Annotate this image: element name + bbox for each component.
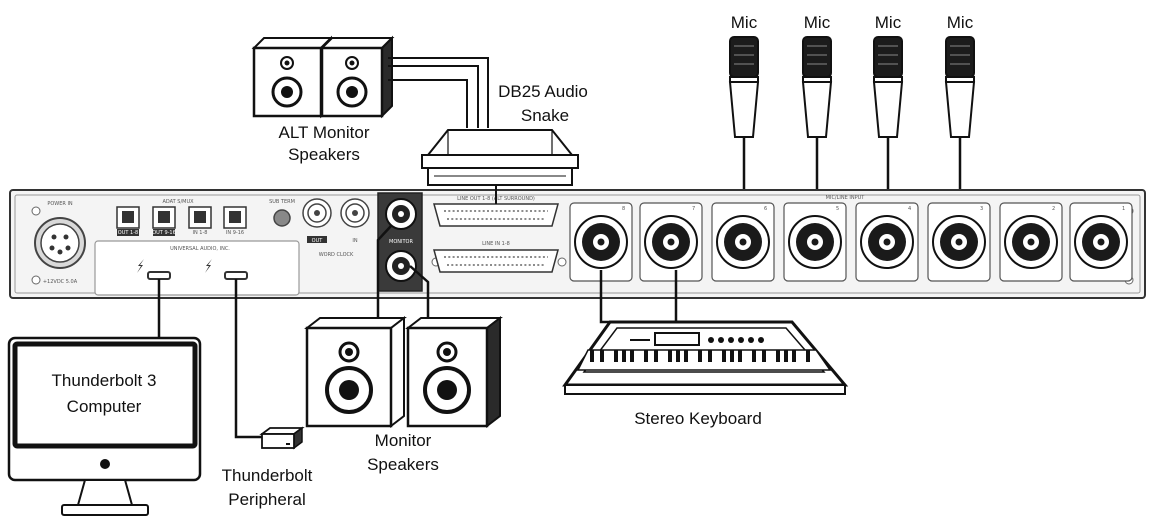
svg-text:IN 9-16: IN 9-16 [226, 230, 244, 236]
svg-text:1: 1 [1122, 206, 1125, 212]
monitor-speaker-right [405, 315, 503, 429]
db25-label-line2: Snake [521, 106, 569, 125]
line-in-db25: LINE IN 1-8 [433, 241, 559, 273]
svg-text:8: 8 [622, 206, 625, 212]
thunderbolt-computer [7, 336, 202, 516]
peripheral-label-line1: Thunderbolt [222, 466, 313, 485]
monitor-label-line2: Speakers [367, 455, 439, 474]
svg-text:2: 2 [1052, 206, 1055, 212]
alt-speaker-cables [388, 57, 489, 128]
alt-speaker-left [251, 35, 334, 119]
thunderbolt-icon [205, 259, 212, 273]
svg-text:ADAT S/MUX: ADAT S/MUX [162, 199, 194, 205]
combo-input-2: 2 [999, 202, 1063, 282]
mic-1: Mic [728, 13, 760, 215]
thunderbolt-port-2 [224, 271, 248, 280]
svg-text:IN: IN [352, 238, 357, 244]
thunderbolt-peripheral-drive [259, 426, 305, 450]
svg-text:WORD CLOCK: WORD CLOCK [319, 252, 354, 258]
svg-text:4: 4 [908, 206, 911, 212]
svg-text:OUT: OUT [312, 238, 324, 244]
svg-text:LINE IN 1-8: LINE IN 1-8 [482, 241, 510, 247]
computer-label-line1: Thunderbolt 3 [52, 371, 157, 390]
microphones: Mic Mic Mic [728, 13, 976, 215]
combo-input-1: 1 [1069, 202, 1133, 282]
thunderbolt-port-1 [147, 271, 171, 280]
alt-monitor-label-line1: ALT Monitor [278, 123, 369, 142]
svg-text:MIC/LINE INPUT: MIC/LINE INPUT [826, 195, 866, 201]
svg-text:+12VDC 5.0A: +12VDC 5.0A [43, 279, 78, 285]
svg-text:UNIVERSAL AUDIO, INC.: UNIVERSAL AUDIO, INC. [170, 246, 230, 252]
db25-snake-connector [421, 129, 579, 186]
monitor-label-line1: Monitor [375, 431, 432, 450]
mic-4-label: Mic [947, 13, 974, 32]
computer-label-line2: Computer [67, 397, 142, 416]
thunderbolt-icon [137, 259, 144, 273]
svg-text:5: 5 [836, 206, 839, 212]
mic-2-label: Mic [804, 13, 831, 32]
cables [157, 225, 678, 439]
svg-text:SUB TERM: SUB TERM [269, 199, 295, 205]
combo-input-7: 7 [639, 202, 703, 282]
adat-ports: ADAT S/MUX OUT 1-8 OUT 9-16 IN 1-8 IN 9-… [116, 199, 247, 236]
keyboard-left-cable [599, 270, 610, 324]
svg-text:3: 3 [980, 206, 983, 212]
peripheral-label-line2: Peripheral [228, 490, 306, 509]
svg-text:OUT 1-8: OUT 1-8 [118, 230, 138, 236]
stereo-keyboard [562, 320, 849, 395]
combo-input-6: 6 [711, 202, 775, 282]
keyboard-label: Stereo Keyboard [634, 409, 762, 428]
mic-3-label: Mic [875, 13, 902, 32]
svg-text:POWER IN: POWER IN [47, 201, 73, 207]
monitor-right-cable [409, 265, 430, 318]
db25-label-line1: DB25 Audio [498, 82, 588, 101]
audio-interface-rear-panel: POWER IN +12VDC 5.0A ADAT S/MUX [9, 185, 1146, 299]
mic-line-inputs: 8 7 6 [569, 202, 1133, 282]
alt-monitor-speakers [251, 35, 395, 119]
monitor-speakers [304, 315, 503, 429]
mic-1-label: Mic [731, 13, 758, 32]
peripheral-thunderbolt-cable [234, 279, 262, 439]
word-clock-ports: OUT IN WORD CLOCK [302, 198, 370, 258]
mic-3: Mic [872, 13, 904, 215]
combo-input-3: 3 [927, 202, 991, 282]
monitor-speaker-left [304, 315, 407, 429]
thunderbolt-port-area: UNIVERSAL AUDIO, INC. [94, 240, 300, 296]
svg-text:6: 6 [764, 206, 767, 212]
svg-text:IN 1-8: IN 1-8 [193, 230, 208, 236]
combo-input-8: 8 [569, 202, 633, 282]
svg-text:MONITOR: MONITOR [389, 239, 413, 245]
combo-input-5: 5 [783, 202, 847, 282]
mic-2: Mic [801, 13, 833, 215]
power-inlet: POWER IN +12VDC 5.0A [34, 201, 86, 285]
sub-term-switch [273, 209, 291, 227]
combo-input-4: 4 [855, 202, 919, 282]
svg-text:OUT 9-16: OUT 9-16 [152, 230, 176, 236]
monitor-outputs: MONITOR [377, 192, 423, 292]
mic-4: Mic [944, 13, 976, 215]
alt-speaker-right [319, 35, 395, 119]
alt-monitor-label-line2: Speakers [288, 145, 360, 164]
monitor-left-cable [376, 225, 392, 325]
svg-text:7: 7 [692, 206, 695, 212]
